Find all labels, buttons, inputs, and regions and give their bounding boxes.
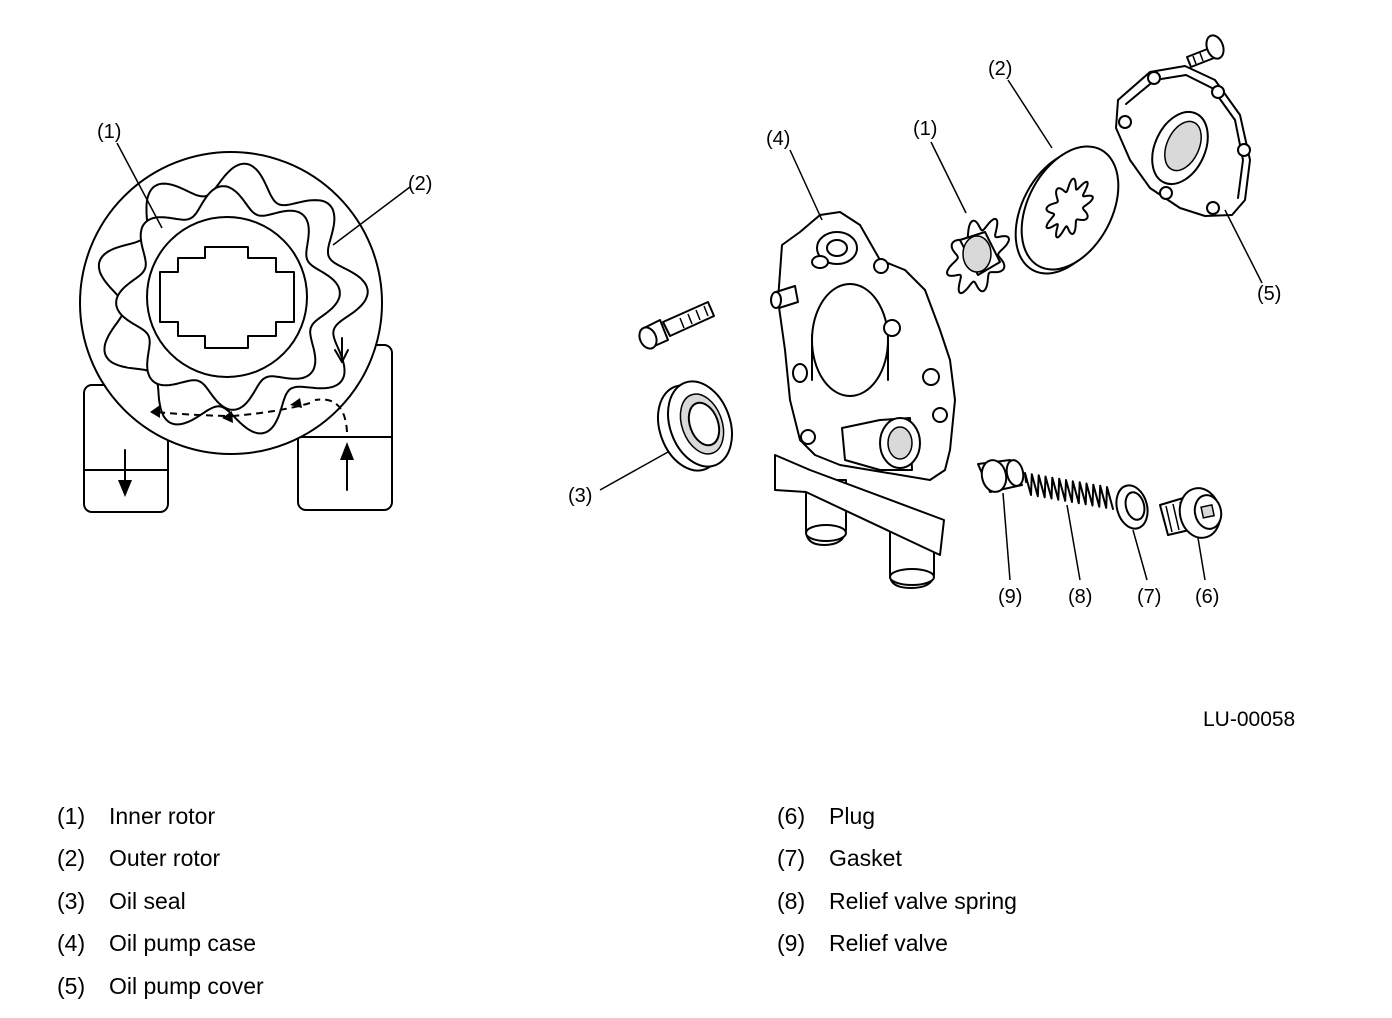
callout-relief-valve: (9) — [998, 586, 1022, 608]
callout-exploded-outer-rotor: (2) — [988, 58, 1012, 80]
oil-pump-diagram: (1) (2) (3) — [79, 34, 1281, 608]
callout-inner-rotor: (1) — [97, 121, 121, 143]
callout-gasket: (7) — [1137, 586, 1161, 608]
legend-number: (7) — [777, 845, 806, 872]
exploded-outer-rotor: (2) — [988, 58, 1120, 275]
legend-number: (9) — [777, 930, 806, 957]
legend-number: (6) — [777, 802, 806, 829]
down-arrow-icon — [118, 480, 132, 497]
callout-oil-pump-cover: (5) — [1257, 283, 1281, 305]
up-arrow-icon — [340, 442, 354, 460]
legend-label: Gasket — [829, 845, 902, 872]
legend-label: Relief valve — [829, 930, 948, 957]
callout-plug: (6) — [1195, 586, 1219, 608]
legend-label: Oil seal — [109, 887, 186, 914]
bolt — [638, 301, 715, 350]
legend-number: (8) — [777, 887, 806, 914]
legend-number: (2) — [57, 845, 86, 872]
legend-item: (1) Inner rotor — [57, 795, 264, 838]
rotor-cross-section: (1) (2) — [79, 121, 432, 513]
gasket: (7) — [1115, 484, 1161, 608]
callout-relief-valve-spring: (8) — [1068, 586, 1092, 608]
legend-item: (4) Oil pump case — [57, 923, 264, 966]
legend-item: (9) Relief valve — [777, 923, 1017, 966]
legend-label: Inner rotor — [109, 802, 216, 829]
relief-valve-spring: (8) — [1024, 472, 1114, 608]
oil-pump-cover: (5) — [1115, 34, 1281, 305]
callout-oil-seal: (3) — [568, 485, 592, 507]
callout-oil-pump-case: (4) — [766, 128, 790, 150]
legend-number: (5) — [57, 972, 86, 999]
exploded-view: (3) — [568, 34, 1281, 608]
legend-label: Outer rotor — [109, 845, 221, 872]
exploded-inner-rotor: (1) — [913, 118, 1010, 295]
legend-number: (4) — [57, 930, 86, 957]
legend-left: (1) Inner rotor (2) Outer rotor (3) Oil sea… — [57, 795, 264, 1008]
relief-valve: (9) — [977, 459, 1025, 608]
callout-outer-rotor: (2) — [408, 173, 432, 195]
figure-id: LU-00058 — [1203, 708, 1296, 731]
legend-label: Plug — [829, 802, 876, 829]
legend-number: (3) — [57, 887, 86, 914]
legend-label: Oil pump case — [109, 930, 257, 957]
legend-right: (6) Plug (7) Gasket (8) Relief valve spring… — [777, 795, 1017, 965]
legend-item: (3) Oil seal — [57, 880, 264, 923]
legend-item: (2) Outer rotor — [57, 838, 264, 881]
legend-label: Oil pump cover — [109, 972, 264, 999]
drive-shaft-bore — [159, 246, 295, 349]
legend-number: (1) — [57, 802, 86, 829]
callout-exploded-inner-rotor: (1) — [913, 118, 937, 140]
legend-item: (7) Gasket — [777, 838, 1017, 881]
legend-item: (5) Oil pump cover — [57, 965, 264, 1008]
oil-pump-case: (4) — [766, 128, 956, 589]
legend-item: (6) Plug — [777, 795, 1017, 838]
oil-seal: (3) — [568, 380, 733, 507]
legend-label: Relief valve spring — [829, 887, 1017, 914]
plug: (6) — [1159, 487, 1223, 608]
legend-item: (8) Relief valve spring — [777, 880, 1017, 923]
